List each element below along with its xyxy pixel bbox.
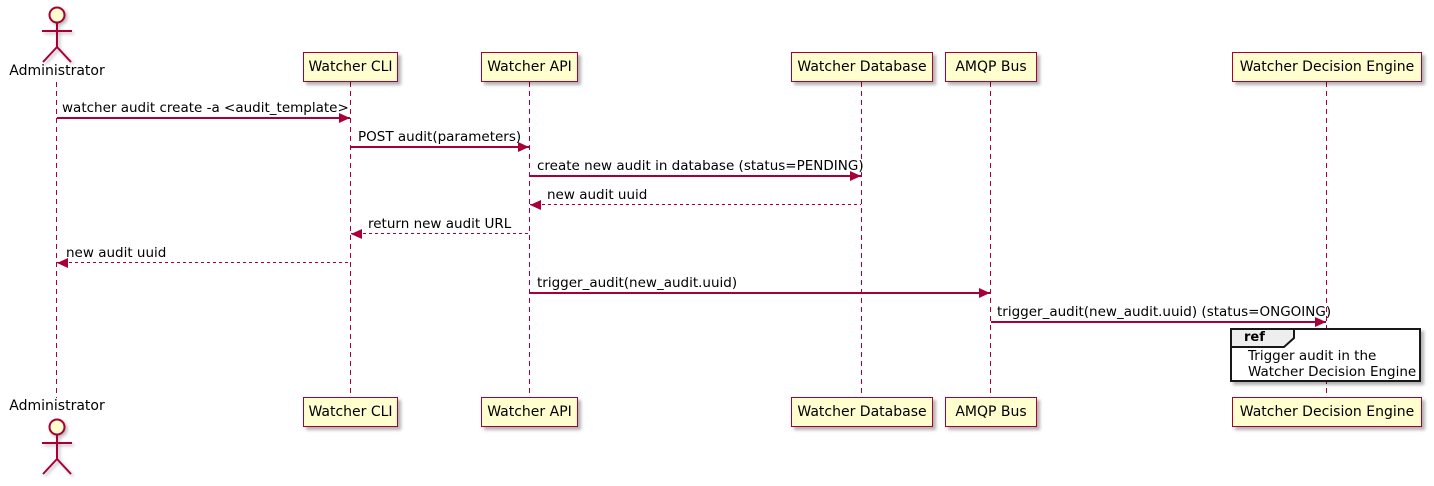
participant-watcher-database-top: Watcher Database bbox=[791, 52, 933, 82]
ref-pentagon bbox=[1230, 328, 1295, 348]
actor-administrator-icon-bottom bbox=[42, 418, 72, 475]
message-7-arrowhead bbox=[979, 288, 990, 298]
message-1-line bbox=[57, 117, 350, 119]
lifeline-amqp-bus bbox=[990, 82, 992, 397]
ref-text: Trigger audit in the Watcher Decision En… bbox=[1248, 348, 1417, 380]
participant-watcher-cli-top: Watcher CLI bbox=[303, 52, 398, 82]
participant-watcher-database-bottom: Watcher Database bbox=[791, 397, 933, 427]
message-6-line bbox=[57, 262, 350, 264]
ref-text-line-1: Trigger audit in the bbox=[1248, 348, 1377, 364]
participant-watcher-decision-engine-top: Watcher Decision Engine bbox=[1232, 52, 1422, 82]
participant-label: Watcher Database bbox=[797, 404, 927, 420]
message-8-label: trigger_audit(new_audit.uuid) (status=ON… bbox=[997, 304, 1332, 320]
message-3-arrowhead bbox=[850, 171, 861, 181]
participant-watcher-cli-bottom: Watcher CLI bbox=[303, 397, 398, 427]
message-5-line bbox=[351, 233, 529, 235]
message-3-label: create new audit in database (status=PEN… bbox=[537, 158, 864, 174]
participant-amqp-bus-top: AMQP Bus bbox=[945, 52, 1037, 82]
lifeline-administrator bbox=[56, 82, 58, 398]
message-2-arrowhead bbox=[518, 142, 529, 152]
lifeline-watcher-database bbox=[861, 82, 863, 397]
message-6-label: new audit uuid bbox=[66, 245, 167, 261]
message-2-label: POST audit(parameters) bbox=[358, 129, 522, 145]
lifeline-watcher-decision-engine bbox=[1326, 82, 1328, 397]
participant-label: AMQP Bus bbox=[955, 404, 1027, 420]
participant-watcher-decision-engine-bottom: Watcher Decision Engine bbox=[1232, 397, 1422, 427]
participant-label: Watcher Decision Engine bbox=[1239, 404, 1415, 420]
message-7-label: trigger_audit(new_audit.uuid) bbox=[537, 275, 738, 291]
lifeline-watcher-cli bbox=[350, 82, 352, 397]
message-6-arrowhead bbox=[57, 258, 68, 268]
message-1-arrowhead bbox=[339, 113, 350, 123]
participant-watcher-api-top: Watcher API bbox=[481, 52, 578, 82]
participant-label: Watcher Database bbox=[797, 59, 927, 75]
participant-label: Watcher Decision Engine bbox=[1239, 59, 1415, 75]
actor-administrator-icon bbox=[42, 6, 72, 63]
participant-label: Watcher API bbox=[487, 404, 572, 420]
message-7-line bbox=[530, 292, 990, 294]
participant-administrator-top: Administrator bbox=[9, 63, 105, 79]
participant-label: Watcher CLI bbox=[308, 404, 393, 420]
ref-fragment: ref Trigger audit in the Watcher Decisio… bbox=[1230, 328, 1421, 382]
message-2-line bbox=[351, 146, 529, 148]
lifeline-watcher-api bbox=[529, 82, 531, 397]
participant-watcher-api-bottom: Watcher API bbox=[481, 397, 578, 427]
message-4-arrowhead bbox=[530, 200, 541, 210]
message-4-label: new audit uuid bbox=[547, 187, 648, 203]
message-4-line bbox=[530, 204, 861, 206]
participant-label: Watcher API bbox=[487, 59, 572, 75]
message-3-line bbox=[530, 175, 861, 177]
ref-text-line-2: Watcher Decision Engine bbox=[1248, 363, 1417, 380]
participant-amqp-bus-bottom: AMQP Bus bbox=[945, 397, 1037, 427]
participant-label: Watcher CLI bbox=[308, 59, 393, 75]
message-5-arrowhead bbox=[351, 229, 362, 239]
participant-label: AMQP Bus bbox=[955, 59, 1027, 75]
message-1-label: watcher audit create -a <audit_template> bbox=[62, 100, 349, 116]
participant-administrator-bottom: Administrator bbox=[9, 398, 105, 414]
message-8-line bbox=[991, 321, 1326, 323]
ref-keyword: ref bbox=[1244, 330, 1265, 345]
message-8-arrowhead bbox=[1315, 317, 1326, 327]
message-5-label: return new audit URL bbox=[368, 216, 512, 232]
